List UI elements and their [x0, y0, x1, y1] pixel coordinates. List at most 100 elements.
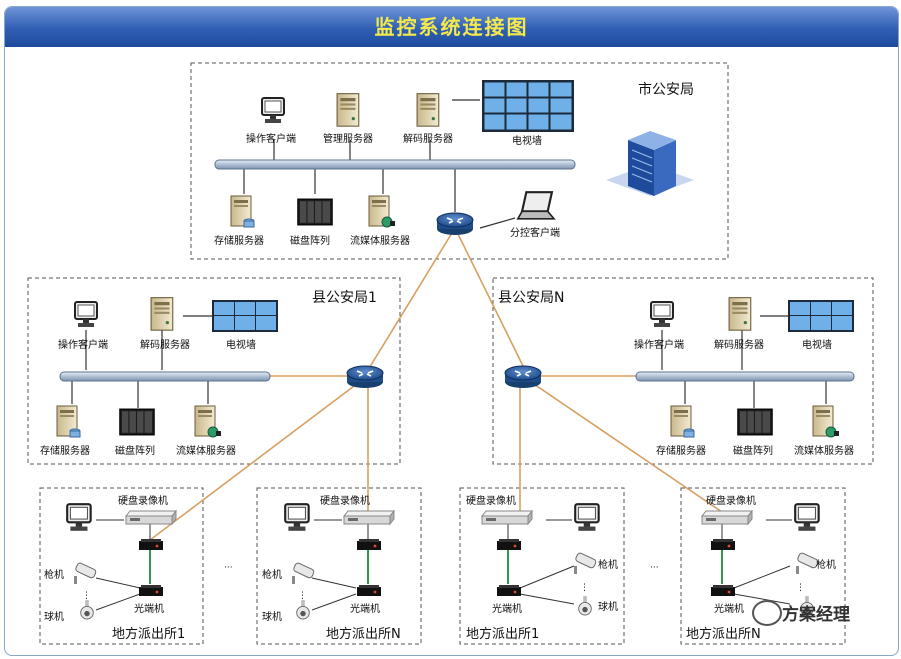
county-n-storage-server-icon: [670, 405, 695, 438]
city-disk-array-label: 磁盘阵列: [290, 234, 330, 247]
county-n-disk-array-label: 磁盘阵列: [733, 444, 773, 457]
city-op-client-icon: [261, 97, 285, 124]
city-building-icon: [606, 131, 694, 196]
county-n-op-client-label: 操作客户端: [634, 338, 684, 351]
city-sub-client-label: 分控客户端: [510, 226, 560, 239]
station-2-transceiver-label: 光端机: [350, 602, 380, 615]
station-4-transceiver-label: 光端机: [714, 602, 744, 615]
county-n-streaming-server-icon: [812, 405, 840, 438]
station-1-dvr-icon: [125, 510, 177, 525]
station-region-2: [256, 487, 422, 645]
county-n-op-client-icon: [650, 301, 674, 328]
county-1-region: [27, 277, 401, 465]
county-1-storage-server-label: 存储服务器: [40, 444, 90, 457]
county-1-storage-server-icon: [56, 405, 81, 438]
city-drops: [71, 99, 827, 408]
station-1-transceiver-icon: [139, 585, 163, 596]
fiber-links: [149, 227, 723, 541]
station-gap-ellipsis-right: ···: [650, 563, 659, 573]
station-4-transceiver-icon: [711, 585, 735, 596]
county-n-region: [492, 277, 874, 465]
county-1-op-client-icon: [74, 301, 98, 328]
county-n-storage-server-label: 存储服务器: [656, 444, 706, 457]
county-1-video-wall-icon: [212, 300, 278, 332]
station-2-pc-icon: [284, 503, 310, 532]
county-n-bus: [635, 371, 855, 382]
station-1-transceiver-top-icon: [139, 539, 163, 550]
station-1-name: 地方派出所1: [112, 626, 185, 642]
county-1-streaming-server-icon: [194, 405, 222, 438]
city-bureau-region: [190, 62, 729, 260]
station-3-dvr-label: 硬盘录像机: [466, 494, 516, 507]
station-region-4: [680, 487, 846, 645]
station-1-transceiver-label: 光端机: [134, 602, 164, 615]
city-decode-server-icon: [416, 93, 440, 127]
diagram-title: 监控系统连接图: [374, 15, 529, 39]
station-3-dome-camera-icon: [578, 596, 592, 616]
station-1-dots: ⋮: [82, 591, 91, 601]
station-2-dvr-label: 硬盘录像机: [320, 494, 370, 507]
city-bus: [214, 159, 576, 170]
station-1-dvr-label: 硬盘录像机: [118, 494, 168, 507]
station-2-name: 地方派出所N: [326, 626, 401, 642]
watermark-text: 方案经理: [782, 605, 850, 625]
station-2-dots: ⋮: [298, 591, 307, 601]
city-streaming-server-icon: [368, 195, 396, 228]
station-3-dvr-icon: [481, 510, 533, 525]
county-1-label: 县公安局1: [312, 290, 377, 306]
station-3-transceiver-top-icon: [497, 539, 521, 550]
station-1-dome-camera-icon: [80, 600, 94, 620]
county-n-video-wall-icon: [788, 300, 854, 332]
county-1-disk-array-label: 磁盘阵列: [115, 444, 155, 457]
city-storage-server-label: 存储服务器: [214, 234, 264, 247]
station-3-name: 地方派出所1: [466, 626, 539, 642]
city-storage-server-icon: [230, 195, 255, 228]
county-1-router-icon: [346, 365, 384, 389]
city-sub-client-icon: [516, 191, 556, 220]
county-1-video-wall-label: 电视墙: [226, 338, 256, 351]
station-3-gun-label: 枪机: [598, 558, 618, 571]
station-4-dvr-label: 硬盘录像机: [706, 494, 756, 507]
station-1-gun-label: 枪机: [44, 568, 64, 581]
county-1-op-client-label: 操作客户端: [58, 338, 108, 351]
city-disk-array-icon: [297, 198, 333, 226]
station-3-dome-label: 球机: [598, 600, 618, 613]
station-3-gun-camera-icon: [573, 552, 598, 575]
station-block-1: [66, 503, 177, 620]
county-n-disk-array-icon: [737, 408, 773, 436]
station-4-pc-icon: [794, 503, 820, 532]
county-n-video-wall-label: 电视墙: [802, 338, 832, 351]
station-block-4: [701, 503, 820, 616]
county-n-router-icon: [504, 365, 542, 389]
station-4-dots: ⋮: [796, 583, 805, 593]
station-3-transceiver-label: 光端机: [492, 602, 522, 615]
station-4-transceiver-top-icon: [711, 539, 735, 550]
station-1-dome-label: 球机: [44, 610, 64, 623]
city-video-wall-icon: [482, 80, 574, 132]
county-n-decode-server-label: 解码服务器: [714, 338, 764, 351]
station-1-pc-icon: [66, 503, 92, 532]
county-n-label: 县公安局N: [498, 290, 564, 306]
wechat-watermark-icon: [752, 600, 782, 626]
station-3-dots: ⋮: [580, 583, 589, 593]
station-2-transceiver-top-icon: [357, 539, 381, 550]
station-block-2: [284, 503, 395, 620]
city-video-wall-label: 电视墙: [512, 134, 542, 147]
station-2-gun-camera-icon: [291, 562, 316, 585]
city-bureau-label: 市公安局: [638, 81, 694, 98]
county-1-decode-server-label: 解码服务器: [140, 338, 190, 351]
county-n-streaming-server-label: 流媒体服务器: [794, 444, 854, 457]
station-2-transceiver-icon: [357, 585, 381, 596]
county-1-decode-server-icon: [150, 297, 174, 331]
city-op-client-label: 操作客户端: [246, 132, 296, 145]
station-3-pc-icon: [574, 503, 600, 532]
station-4-name: 地方派出所N: [686, 626, 761, 642]
station-region-3: [459, 487, 625, 645]
county-1-bus: [59, 371, 271, 382]
station-2-gun-label: 枪机: [262, 568, 282, 581]
station-4-dvr-icon: [701, 510, 753, 525]
station-2-dvr-icon: [343, 510, 395, 525]
station-region-1: [39, 487, 204, 645]
title-bar: [5, 7, 898, 47]
